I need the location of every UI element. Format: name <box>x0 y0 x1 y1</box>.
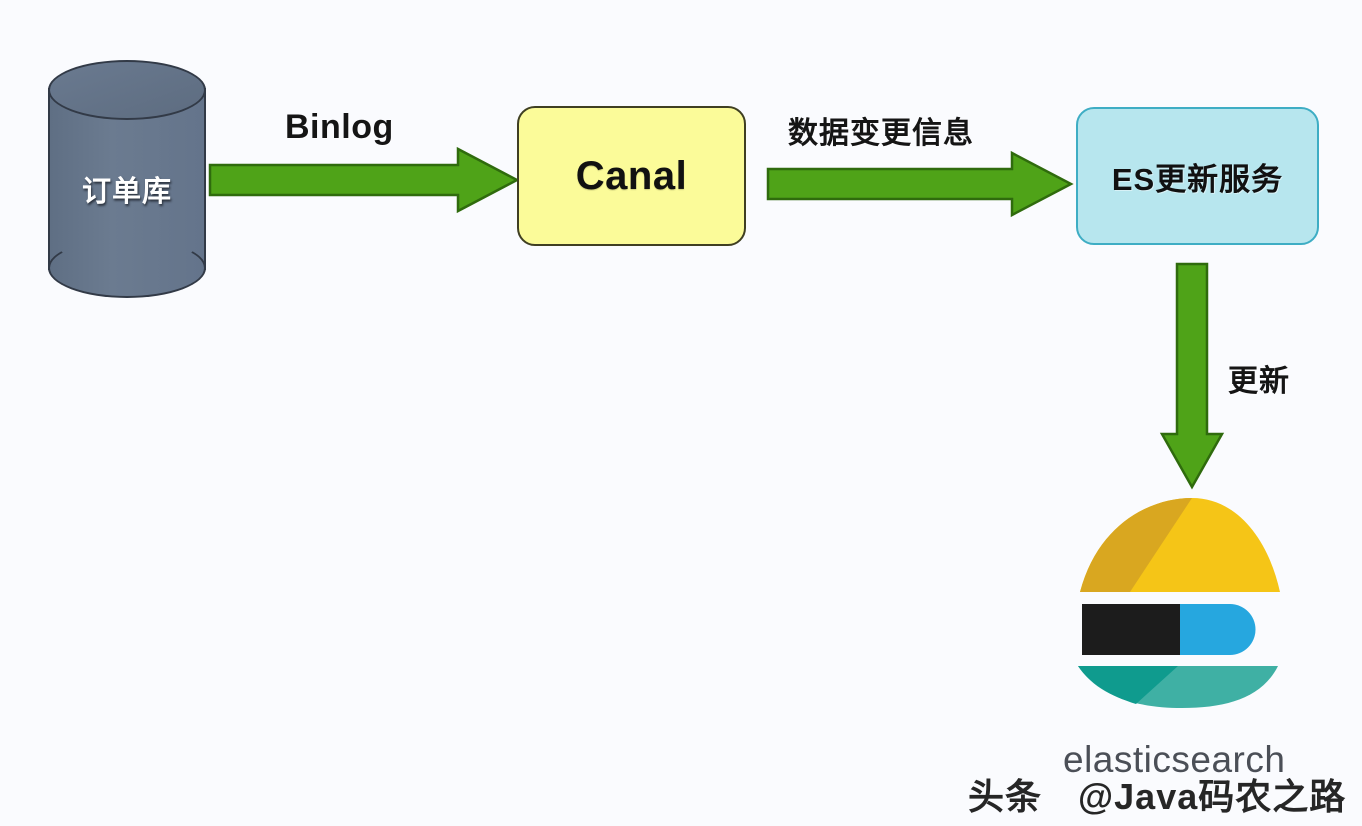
watermark-handle: @Java码农之路 <box>1078 776 1347 817</box>
node-order-database: 订单库 <box>48 60 206 300</box>
es-service-label: ES更新服务 <box>1111 161 1284 197</box>
cylinder-top-ellipse <box>48 60 206 120</box>
elasticsearch-wordmark: elasticsearch <box>1063 739 1286 780</box>
logo-dome-dark <box>1080 498 1192 592</box>
logo-base-dark <box>1078 666 1178 704</box>
arrow-binlog <box>208 146 520 214</box>
arrow-update <box>1159 262 1225 490</box>
watermark: 头条 @Java码农之路 <box>968 768 1346 820</box>
cylinder-bottom-ellipse <box>48 238 206 298</box>
node-canal[interactable]: Canal <box>517 106 746 246</box>
edge-label-binlog: Binlog <box>285 108 394 146</box>
edge-label-update: 更新 <box>1228 365 1290 398</box>
order-database-label: 订单库 <box>81 176 172 208</box>
logo-bar-blue <box>1180 604 1256 655</box>
watermark-prefix: 头条 <box>968 776 1043 817</box>
arrow-data-change <box>766 150 1074 218</box>
edge-label-data-change: 数据变更信息 <box>788 117 974 150</box>
logo-bar-black <box>1082 604 1180 655</box>
node-es-update-service[interactable]: ES更新服务 <box>1076 107 1319 245</box>
canal-label: Canal <box>575 153 688 198</box>
elasticsearch-logo <box>1078 498 1280 708</box>
